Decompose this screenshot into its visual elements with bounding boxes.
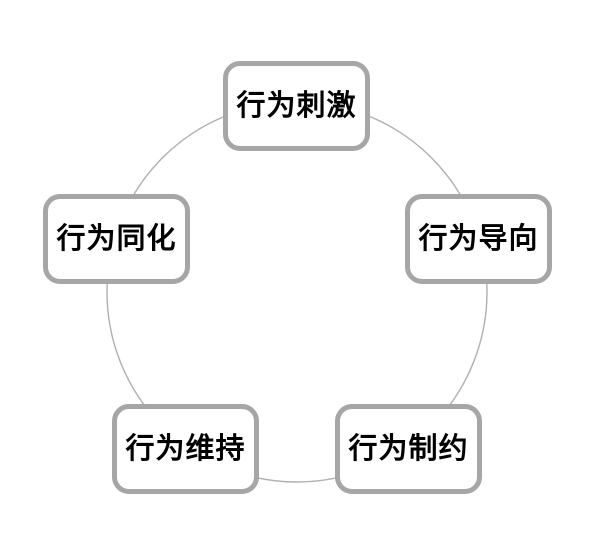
node-behavior-restriction: 行为制约 [335,404,482,494]
node-label-behavior-maintenance: 行为维持 [125,432,246,465]
node-behavior-orientation: 行为导向 [405,194,552,284]
node-behavior-maintenance: 行为维持 [112,404,259,494]
node-label-behavior-assimilation: 行为同化 [56,222,177,255]
node-label-behavior-restriction: 行为制约 [348,432,469,465]
node-behavior-assimilation: 行为同化 [43,194,190,284]
node-label-behavior-stimulation: 行为刺激 [236,89,357,122]
node-label-behavior-orientation: 行为导向 [418,222,539,255]
node-behavior-stimulation: 行为刺激 [223,61,370,151]
